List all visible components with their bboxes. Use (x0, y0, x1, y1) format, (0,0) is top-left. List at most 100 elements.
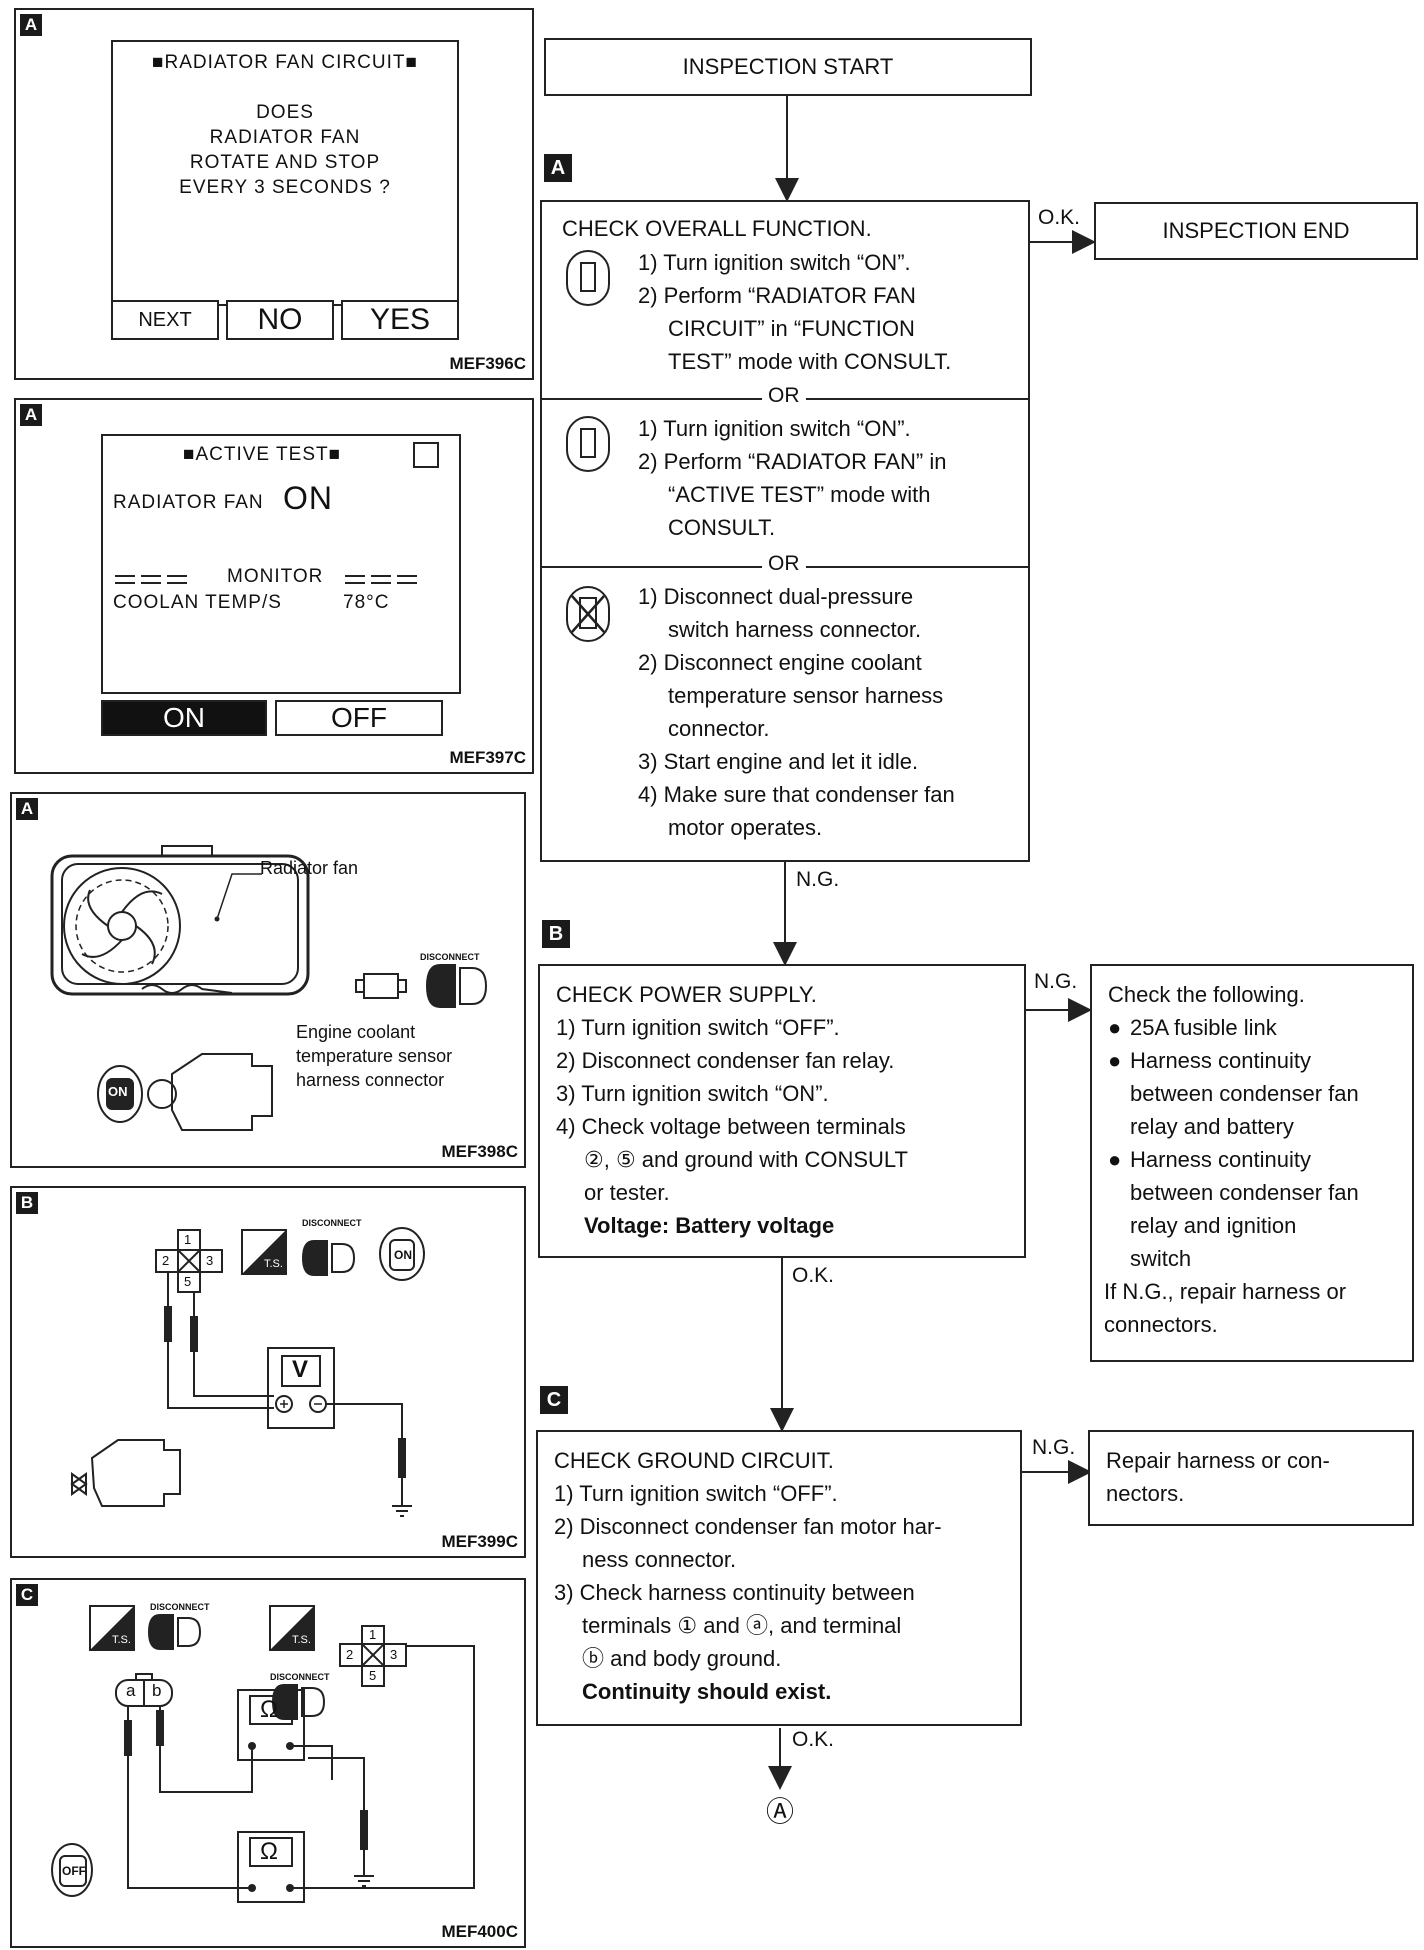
check-ground-circuit-title: CHECK GROUND CIRCUIT. (554, 1448, 834, 1473)
section-tag: B (16, 1192, 38, 1214)
key-on-label: ON (394, 1248, 412, 1262)
or-label: OR (762, 384, 806, 408)
repair-line: nectors. (1106, 1481, 1185, 1506)
power-step: 4) Check voltage between terminals (556, 1114, 906, 1139)
method3-step: switch harness connector. (668, 617, 922, 642)
continuity-test-diagram (51, 1605, 475, 1903)
consult-screen: ■RADIATOR FAN CIRCUIT■ DOES RADIATOR FAN… (111, 40, 459, 306)
check-footer: If N.G., repair harness or (1104, 1279, 1347, 1304)
off-button[interactable]: OFF (275, 700, 443, 736)
ground-step: 1) Turn ignition switch “OFF”. (554, 1481, 838, 1506)
section-tag: A (20, 14, 42, 36)
bullet-icon: ● (1108, 1048, 1122, 1073)
check-item: between condenser fan (1130, 1081, 1359, 1106)
or-label: OR (762, 552, 806, 576)
inspection-start-label: INSPECTION START (682, 54, 894, 79)
question-line: EVERY 3 SECONDS ? (179, 177, 391, 198)
power-step: or tester. (584, 1180, 670, 1205)
repair-box: Repair harness or con- nectors. (1088, 1430, 1414, 1526)
consult-icon (566, 250, 610, 306)
method3-step: temperature sensor harness (668, 683, 944, 708)
ng-label: N.G. (796, 868, 840, 891)
next-button[interactable]: NEXT (111, 300, 219, 340)
no-button[interactable]: NO (226, 300, 334, 340)
ng-label: N.G. (1034, 970, 1078, 993)
section-tag: A (16, 798, 38, 820)
connector-label-line: Engine coolant (296, 1022, 416, 1042)
square-icon: ■ (152, 52, 165, 73)
section-tag: A (20, 404, 42, 426)
section-tag: C (16, 1584, 38, 1606)
terminal-5-label: 5 (369, 1668, 377, 1683)
method3-step: 4) Make sure that condenser fan (638, 782, 955, 807)
ts-label: T.S. (264, 1258, 283, 1270)
ok-label: O.K. (792, 1728, 835, 1751)
terminal-1-label: 1 (184, 1232, 192, 1247)
yes-button[interactable]: YES (341, 300, 459, 340)
figure-code: MEF399C (441, 1532, 518, 1551)
method3-step: 2) Disconnect engine coolant (638, 650, 922, 675)
voltmeter-symbol: V (292, 1356, 309, 1383)
terminal-3-label: 3 (390, 1647, 398, 1662)
inspection-end-box: INSPECTION END (1094, 202, 1418, 260)
screen-header: ■ACTIVE TEST■ (183, 444, 341, 466)
monitor-label: MONITOR (223, 566, 328, 588)
panel-a-function-test: A ■RADIATOR FAN CIRCUIT■ DOES RADIATOR F… (14, 8, 534, 380)
ok-label: O.K. (1038, 206, 1081, 229)
repair-line: Repair harness or con- (1106, 1448, 1330, 1473)
voltage-test-diagram (70, 1227, 425, 1517)
ohmmeter-symbol: Ω (260, 1696, 278, 1723)
power-step: 1) Turn ignition switch “OFF”. (556, 1015, 840, 1040)
section-tag-c: C (540, 1386, 568, 1414)
figure-code: MEF397C (449, 748, 526, 767)
ok-label: O.K. (792, 1264, 835, 1287)
method1-step: TEST” mode with CONSULT. (668, 349, 952, 374)
check-following-title: Check the following. (1108, 982, 1305, 1007)
check-overall-function-box: CHECK OVERALL FUNCTION. 1) Turn ignition… (540, 200, 1030, 862)
method1-step: 1) Turn ignition switch “ON”. (638, 250, 911, 275)
power-step: 3) Turn ignition switch “ON”. (556, 1081, 829, 1106)
check-item: between condenser fan (1130, 1180, 1359, 1205)
no-consult-icon (566, 586, 610, 642)
figure-code: MEF398C (441, 1142, 518, 1161)
ground-step: 2) Disconnect condenser fan motor har- (554, 1514, 942, 1539)
check-item: relay and ignition (1130, 1213, 1297, 1238)
disconnect-label: DISCONNECT (270, 1672, 330, 1682)
check-overall-function-title: CHECK OVERALL FUNCTION. (562, 216, 872, 241)
ts-label: T.S. (112, 1634, 131, 1646)
ohmmeter-symbol: Ω (260, 1838, 278, 1865)
power-step: 2) Disconnect condenser fan relay. (556, 1048, 895, 1073)
key-on-label: ON (108, 1084, 128, 1099)
checkbox-icon (413, 442, 439, 468)
disconnect-label: DISCONNECT (150, 1602, 210, 1612)
terminal-a-label: a (126, 1681, 136, 1700)
ground-step: terminals ① and ⓐ, and terminal (582, 1613, 902, 1638)
terminal-1-label: 1 (369, 1627, 377, 1642)
bullet-icon: ● (1108, 1015, 1122, 1040)
item-value: ON (283, 480, 333, 516)
inspection-start-box: INSPECTION START (544, 38, 1032, 96)
check-item: switch (1130, 1246, 1192, 1271)
question-line: DOES (256, 102, 314, 123)
screen-header: ■RADIATOR FAN CIRCUIT■ (113, 52, 457, 74)
check-power-supply-title: CHECK POWER SUPPLY. (556, 982, 817, 1007)
sensor-value: 78°C (343, 592, 390, 613)
power-step: ②, ⑤ and ground with CONSULT (584, 1147, 908, 1172)
panel-a-radiator-illustration: A Radiator fan DISCONNECT Engine coolant… (10, 792, 526, 1168)
check-item: 25A fusible link (1130, 1015, 1277, 1040)
item-label: RADIATOR FAN (113, 492, 264, 513)
on-button[interactable]: ON (101, 700, 267, 736)
check-footer: connectors. (1104, 1312, 1218, 1337)
square-icon: ■ (183, 444, 196, 465)
method1-step: 2) Perform “RADIATOR FAN (638, 283, 916, 308)
check-ground-circuit-box: CHECK GROUND CIRCUIT. 1) Turn ignition s… (536, 1430, 1022, 1726)
inspection-end-label: INSPECTION END (1162, 218, 1350, 243)
section-tag-a: A (544, 154, 572, 182)
consult-icon (566, 416, 610, 472)
method2-step: CONSULT. (668, 515, 776, 540)
method3-step: motor operates. (668, 815, 823, 840)
question-line: RADIATOR FAN (209, 127, 361, 148)
consult-screen: ■ACTIVE TEST■ RADIATOR FAN ON MONITOR CO… (101, 434, 461, 694)
question-line: ROTATE AND STOP (189, 152, 381, 173)
panel-b-power-supply-diagram: B (10, 1186, 526, 1558)
